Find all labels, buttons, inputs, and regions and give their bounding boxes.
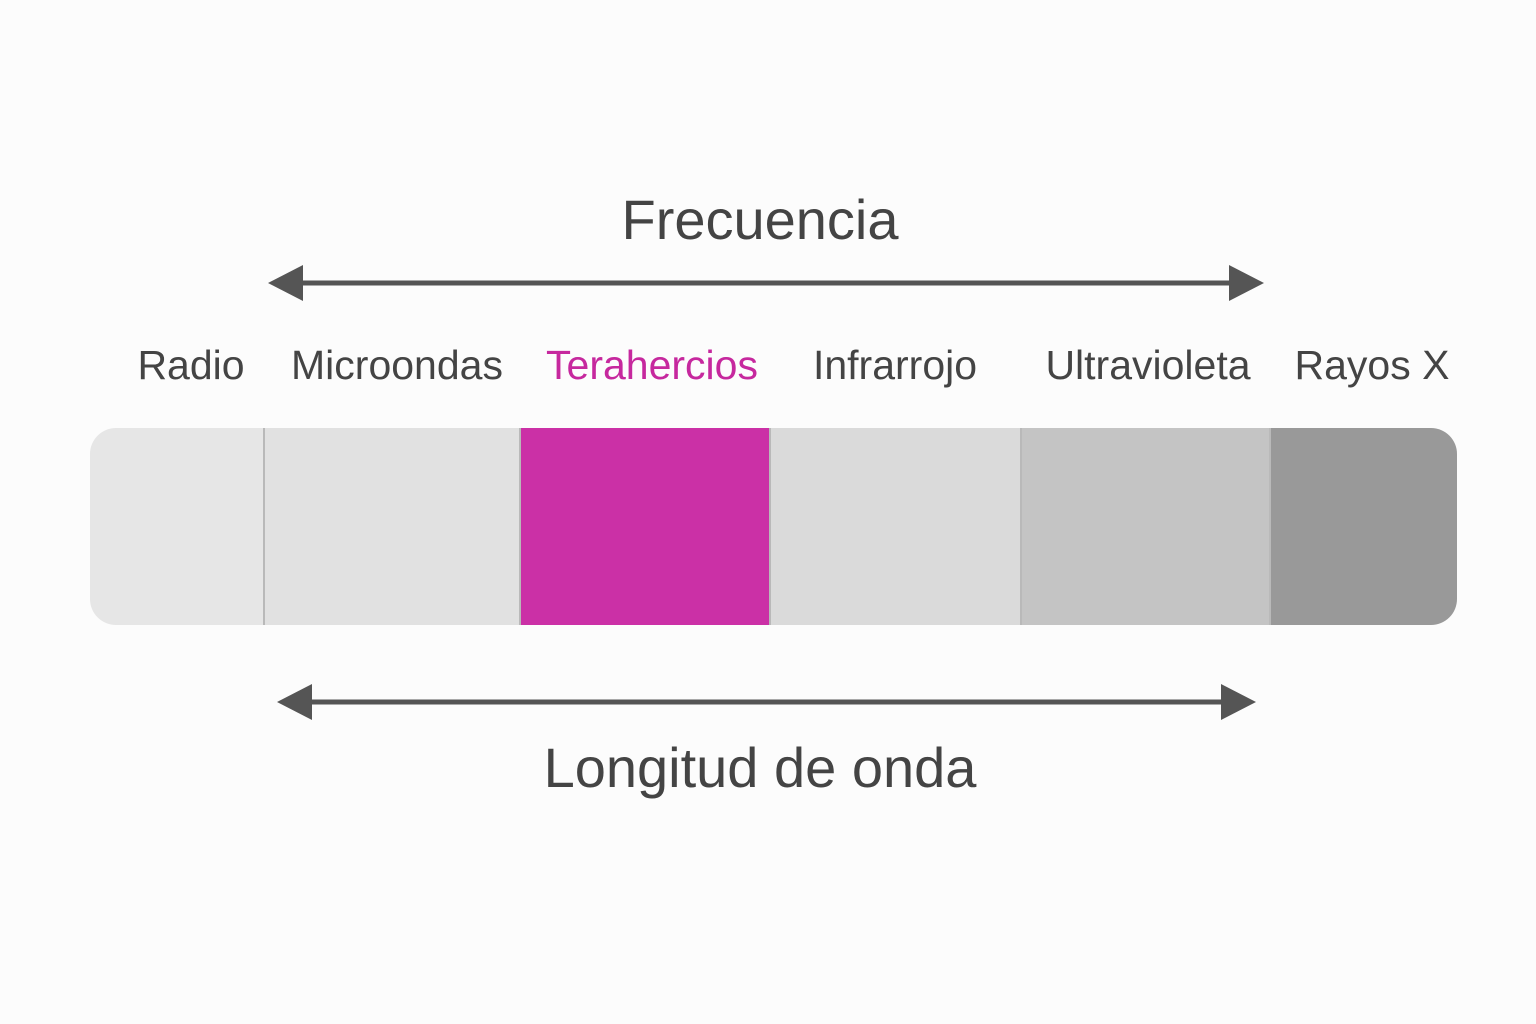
band-label-rayos-x: Rayos X [1294, 342, 1450, 388]
wavelength-arrow-left-head [277, 684, 312, 720]
frequency-arrow-right-head [1229, 265, 1264, 301]
band-label-ultravioleta: Ultravioleta [1045, 342, 1251, 388]
wavelength-title: Longitud de onda [543, 736, 977, 799]
band-segment-infrarrojo [771, 428, 1022, 625]
band-segment-terahercios [521, 428, 771, 625]
band-label-infrarrojo: Infrarrojo [812, 342, 978, 388]
frequency-title: Frecuencia [621, 188, 899, 251]
band-segment-ultravioleta [1022, 428, 1271, 625]
frequency-arrow-left-head [268, 265, 303, 301]
spectrum-bar [90, 428, 1457, 625]
band-label-terahercios: Terahercios [546, 342, 758, 388]
band-label-microondas: Microondas [291, 342, 503, 388]
band-segment-rayos-x [1271, 428, 1457, 625]
wavelength-arrow-right-head [1221, 684, 1256, 720]
band-segment-microondas [265, 428, 521, 625]
band-label-radio: Radio [137, 342, 245, 388]
band-segment-radio [90, 428, 265, 625]
